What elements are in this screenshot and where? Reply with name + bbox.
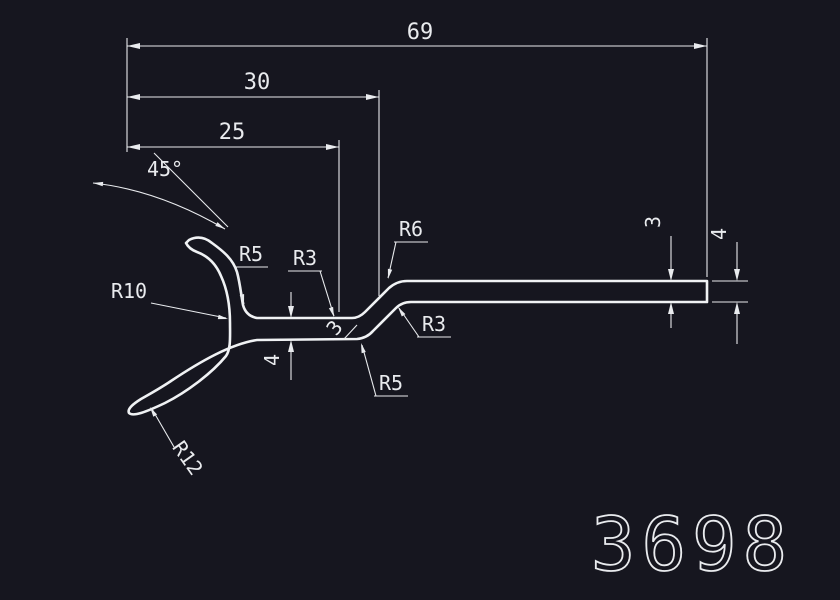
leader-r3-upper: R3 — [288, 246, 335, 317]
leader-line — [151, 408, 175, 448]
arrowhead — [668, 269, 674, 281]
arrowhead — [398, 307, 406, 317]
r6-label: R6 — [399, 217, 423, 241]
dimension-bar-3: 3 — [641, 216, 674, 328]
arrowhead — [239, 294, 245, 306]
arrowhead — [328, 306, 334, 317]
arrowhead — [326, 144, 339, 150]
r3-lower-label: R3 — [422, 312, 446, 336]
leader-line — [343, 324, 358, 340]
dimension-bar-4: 4 — [707, 228, 748, 344]
angle-ref-line — [153, 152, 229, 228]
arrowhead — [361, 343, 366, 354]
leader-r5-lower: R5 — [361, 343, 408, 397]
part-number: 3698 — [591, 502, 793, 588]
leader-r12: R12 — [150, 407, 208, 480]
r5-lower-label: R5 — [379, 371, 403, 395]
arrowhead — [366, 94, 379, 100]
arrowhead — [734, 269, 740, 281]
arrowhead — [127, 144, 140, 150]
arrowhead — [387, 268, 393, 279]
web-4-label: 4 — [260, 354, 284, 366]
r3-upper-label: R3 — [293, 246, 317, 270]
arrowhead — [215, 222, 225, 229]
r12-label: R12 — [168, 436, 208, 479]
arrowhead — [217, 314, 228, 320]
arrowhead — [288, 306, 294, 318]
arrowhead — [668, 302, 674, 314]
r10-label: R10 — [111, 279, 147, 303]
arrowhead — [127, 43, 140, 49]
dimension-25: 25 — [127, 120, 340, 312]
leader-r3-lower: R3 — [398, 307, 451, 338]
arrowhead — [694, 43, 707, 49]
dim-69-label: 69 — [407, 20, 434, 45]
leader-r6: R6 — [387, 217, 428, 279]
dimension-45deg: 45° — [92, 152, 229, 230]
arrowhead — [734, 302, 740, 314]
arrowhead — [93, 181, 104, 187]
dim-25-label: 25 — [219, 120, 246, 145]
angle-arc — [92, 182, 226, 230]
r5-upper-label: R5 — [239, 242, 263, 266]
dim-30-label: 30 — [244, 70, 271, 95]
dimension-web-4: 4 — [260, 292, 294, 380]
leader-r5-upper: R5 — [234, 242, 268, 306]
arrowhead — [127, 94, 140, 100]
profile-outline — [127, 236, 709, 416]
angle-45-label: 45° — [147, 157, 183, 181]
bar-4-label: 4 — [707, 228, 731, 240]
arrowhead — [288, 340, 294, 352]
leader-line — [150, 302, 227, 319]
leader-r10: R10 — [111, 279, 228, 320]
bar-3-label: 3 — [641, 216, 665, 228]
leader-line — [361, 344, 377, 397]
dimension-30: 30 — [127, 70, 380, 296]
dimension-69: 69 — [126, 20, 708, 277]
arrowhead — [150, 407, 158, 417]
